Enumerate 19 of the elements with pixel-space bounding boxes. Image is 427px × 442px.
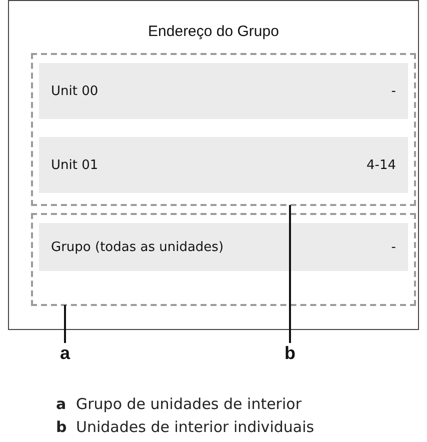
row-label: Unit 01 bbox=[51, 158, 98, 172]
callout-letter: a bbox=[55, 343, 75, 367]
key-text: Unidades de interior individuais bbox=[76, 418, 314, 436]
leader-line bbox=[289, 205, 291, 343]
callout-letter: b bbox=[280, 343, 300, 367]
row-value: - bbox=[391, 84, 396, 98]
panel bbox=[8, 0, 419, 330]
panel-title: Endereço do Grupo bbox=[147, 23, 280, 40]
row-value: - bbox=[391, 240, 396, 254]
key-text: Grupo de unidades de interior bbox=[76, 395, 302, 413]
dashed-group-box bbox=[31, 213, 416, 306]
leader-line bbox=[64, 305, 66, 343]
row-label: Grupo (todas as unidades) bbox=[51, 240, 224, 254]
row-label: Unit 00 bbox=[51, 84, 98, 98]
row-value: 4-14 bbox=[366, 158, 396, 172]
key-letter: a bbox=[56, 395, 66, 413]
key-letter: b bbox=[56, 418, 66, 436]
dashed-group-box bbox=[31, 53, 416, 206]
list-row bbox=[39, 223, 408, 271]
